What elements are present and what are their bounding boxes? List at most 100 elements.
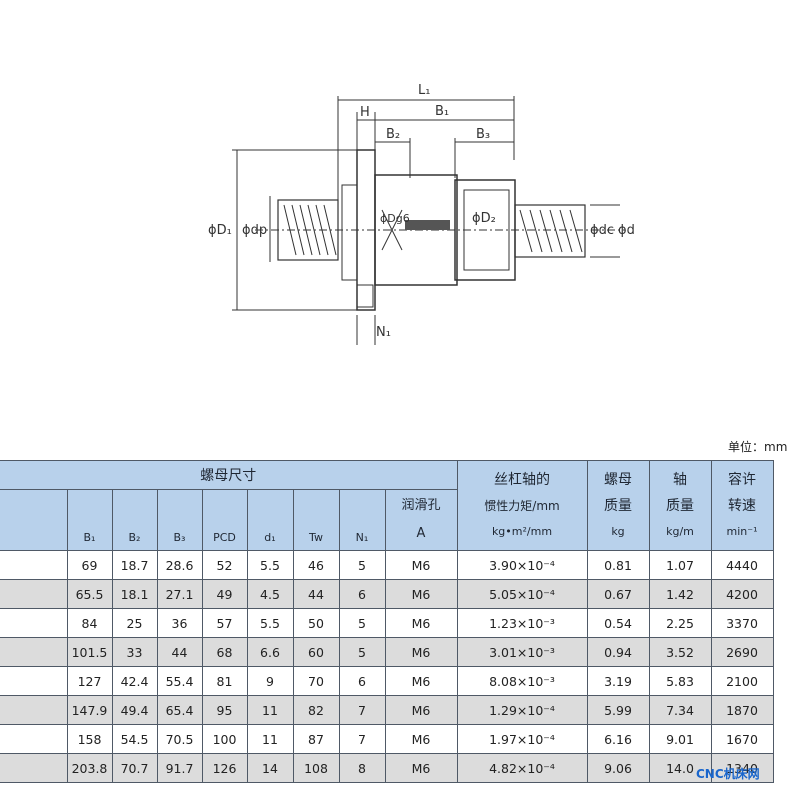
- cell-inertia: 1.29×10⁻⁴: [456, 695, 588, 725]
- cell-B2: 42.4: [111, 666, 158, 696]
- cell-B1: 69: [66, 550, 113, 580]
- cell-shaft-mass: 5.83: [648, 666, 712, 696]
- row-blank-cell: [0, 724, 68, 754]
- header-d1: d₁: [246, 489, 294, 551]
- cell-PCD: 100: [201, 724, 248, 754]
- row-blank-cell: [0, 608, 68, 638]
- cell-N1: 8: [338, 753, 386, 783]
- label-B3: B₃: [476, 127, 490, 142]
- header-inertia: 丝杠轴的 惯性力矩/mm kg•m²/mm: [456, 460, 588, 551]
- cell-A: M6: [384, 637, 458, 667]
- cell-Tw: 108: [292, 753, 340, 783]
- cell-nut-mass: 0.67: [586, 579, 650, 609]
- cell-B1: 84: [66, 608, 113, 638]
- header-nut-mass-unit: kg: [611, 524, 625, 538]
- cell-PCD: 49: [201, 579, 248, 609]
- label-D2: ϕD₂: [472, 211, 496, 226]
- header-B2: B₂: [111, 489, 158, 551]
- header-shaft-mass-line2: 质量: [666, 497, 694, 514]
- cell-Tw: 70: [292, 666, 340, 696]
- cell-Tw: 82: [292, 695, 340, 725]
- cell-inertia: 3.01×10⁻³: [456, 637, 588, 667]
- label-dc: ϕdc: [590, 223, 614, 238]
- header-speed-line1: 容许: [728, 471, 756, 488]
- cell-B3: 44: [156, 637, 203, 667]
- cell-nut-mass: 6.16: [586, 724, 650, 754]
- cell-speed: 2100: [710, 666, 774, 696]
- header-lube-hole: 润滑孔 A: [384, 489, 458, 551]
- cell-PCD: 57: [201, 608, 248, 638]
- cell-PCD: 126: [201, 753, 248, 783]
- cell-N1: 5: [338, 608, 386, 638]
- cell-B2: 18.7: [111, 550, 158, 580]
- row-blank-cell: [0, 550, 68, 580]
- cell-d1: 5.5: [246, 608, 294, 638]
- cell-Tw: 44: [292, 579, 340, 609]
- header-speed: 容许 转速 min⁻¹: [710, 460, 774, 551]
- cell-N1: 6: [338, 579, 386, 609]
- header-shaft-mass-line1: 轴: [673, 471, 687, 488]
- cell-nut-mass: 0.54: [586, 608, 650, 638]
- cell-N1: 6: [338, 666, 386, 696]
- cell-shaft-mass: 9.01: [648, 724, 712, 754]
- cell-nut-mass: 0.94: [586, 637, 650, 667]
- header-PCD: PCD: [201, 489, 248, 551]
- label-N1: N₁: [376, 325, 391, 340]
- cell-inertia: 3.90×10⁻⁴: [456, 550, 588, 580]
- header-N1: N₁: [338, 489, 386, 551]
- cell-inertia: 5.05×10⁻⁴: [456, 579, 588, 609]
- cell-d1: 11: [246, 695, 294, 725]
- cell-B1: 158: [66, 724, 113, 754]
- cell-d1: 14: [246, 753, 294, 783]
- cell-N1: 7: [338, 724, 386, 754]
- cell-B2: 33: [111, 637, 158, 667]
- header-lube-hole-line1: 润滑孔: [401, 498, 441, 513]
- cell-speed: 1870: [710, 695, 774, 725]
- cell-B3: 28.6: [156, 550, 203, 580]
- cell-nut-mass: 3.19: [586, 666, 650, 696]
- cell-B1: 127: [66, 666, 113, 696]
- cell-speed: 1340: [710, 753, 774, 783]
- label-L1: L₁: [418, 83, 430, 98]
- label-Dg6: ϕDg6: [380, 212, 410, 225]
- label-H: H: [360, 105, 370, 120]
- cell-B3: 27.1: [156, 579, 203, 609]
- cell-shaft-mass: 7.34: [648, 695, 712, 725]
- spec-table: 螺母尺寸 丝杠轴的 惯性力矩/mm kg•m²/mm 螺母 质量 kg 轴 质量…: [0, 460, 774, 783]
- cell-B2: 18.1: [111, 579, 158, 609]
- cell-d1: 9: [246, 666, 294, 696]
- header-Tw: Tw: [292, 489, 340, 551]
- cell-N1: 5: [338, 637, 386, 667]
- cell-Tw: 50: [292, 608, 340, 638]
- header-nut-mass-line1: 螺母: [604, 471, 632, 488]
- header-B1: B₁: [66, 489, 113, 551]
- cell-shaft-mass: 3.52: [648, 637, 712, 667]
- cell-A: M6: [384, 753, 458, 783]
- cell-A: M6: [384, 724, 458, 754]
- cell-A: M6: [384, 550, 458, 580]
- cell-speed: 4440: [710, 550, 774, 580]
- cell-speed: 4200: [710, 579, 774, 609]
- cell-A: M6: [384, 608, 458, 638]
- cell-B1: 65.5: [66, 579, 113, 609]
- header-speed-line2: 转速: [728, 497, 756, 514]
- cell-speed: 1670: [710, 724, 774, 754]
- row-blank-cell: [0, 753, 68, 783]
- cell-PCD: 52: [201, 550, 248, 580]
- cell-B1: 203.8: [66, 753, 113, 783]
- cell-B3: 36: [156, 608, 203, 638]
- watermark: CNC机床网: [696, 767, 760, 781]
- cell-PCD: 95: [201, 695, 248, 725]
- cell-Tw: 46: [292, 550, 340, 580]
- cell-Tw: 87: [292, 724, 340, 754]
- cell-shaft-mass: 1.42: [648, 579, 712, 609]
- header-nut-mass: 螺母 质量 kg: [586, 460, 650, 551]
- cell-inertia: 1.97×10⁻⁴: [456, 724, 588, 754]
- cell-speed: 2690: [710, 637, 774, 667]
- label-d: ϕd: [618, 223, 635, 238]
